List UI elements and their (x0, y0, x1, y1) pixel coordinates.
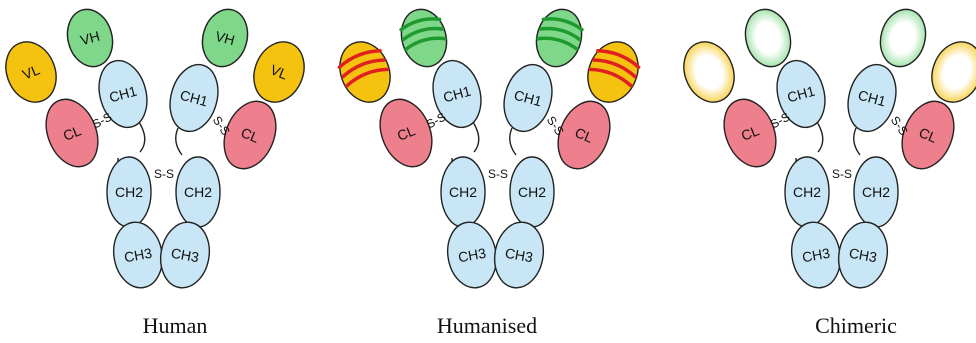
domain-shape (739, 4, 797, 71)
domain-vh-left: VH (61, 4, 119, 71)
disulfide-hinge: S-S (488, 167, 508, 181)
domain-vl-right: VL (245, 34, 313, 109)
caption-chimeric: Chimeric (815, 313, 897, 338)
domain-ch2-left: CH2 (785, 157, 829, 227)
disulfide-hinge: S-S (154, 167, 174, 181)
domain-ch2-left: CH2 (107, 157, 151, 227)
domain-label-ch2: CH2 (518, 184, 546, 200)
domain-label-ch2: CH2 (862, 184, 890, 200)
domain-shape (331, 34, 399, 109)
domain-ch2-right: CH2 (510, 157, 554, 227)
domain-vh-right (530, 4, 588, 71)
domain-vl-left (331, 34, 399, 109)
caption-human: Human (143, 313, 208, 338)
domain-ch2-right: CH2 (176, 157, 220, 227)
domain-shape (579, 34, 647, 109)
domain-cl-left: CL (715, 92, 786, 175)
domain-ch3-left: CH3 (109, 218, 168, 291)
domain-shape (874, 4, 932, 71)
domain-ch3-right: CH3 (490, 218, 549, 291)
domain-cl-left: CL (37, 92, 108, 175)
domain-vh-right: VH (196, 4, 254, 71)
domain-label-ch2: CH2 (793, 184, 821, 200)
hinge-left (473, 122, 479, 152)
domain-label-ch2: CH2 (115, 184, 143, 200)
caption-humanised: Humanised (437, 313, 537, 338)
domain-ch3-left: CH3 (443, 218, 502, 291)
domain-vl-left: VL (0, 34, 65, 109)
domain-ch2-right: CH2 (854, 157, 898, 227)
domain-vh-left (395, 4, 453, 71)
domain-label-ch2: CH2 (449, 184, 477, 200)
hinge-right (510, 128, 516, 155)
domain-vl-right (923, 34, 976, 109)
hinge-left (817, 122, 823, 152)
hinge-right (854, 128, 860, 155)
disulfide-hinge: S-S (832, 167, 852, 181)
domain-vl-right (579, 34, 647, 109)
domain-vh-left (739, 4, 797, 71)
domain-ch3-right: CH3 (156, 218, 215, 291)
domain-vh-right (874, 4, 932, 71)
domain-ch3-right: CH3 (834, 218, 893, 291)
hinge-right (176, 128, 182, 155)
domain-cl-left: CL (371, 92, 442, 175)
domain-ch2-left: CH2 (441, 157, 485, 227)
domain-shape (923, 34, 976, 109)
domain-shape (675, 34, 743, 109)
domain-ch3-left: CH3 (787, 218, 846, 291)
domain-label-ch2: CH2 (184, 184, 212, 200)
domain-vl-left (675, 34, 743, 109)
hinge-left (139, 122, 145, 152)
